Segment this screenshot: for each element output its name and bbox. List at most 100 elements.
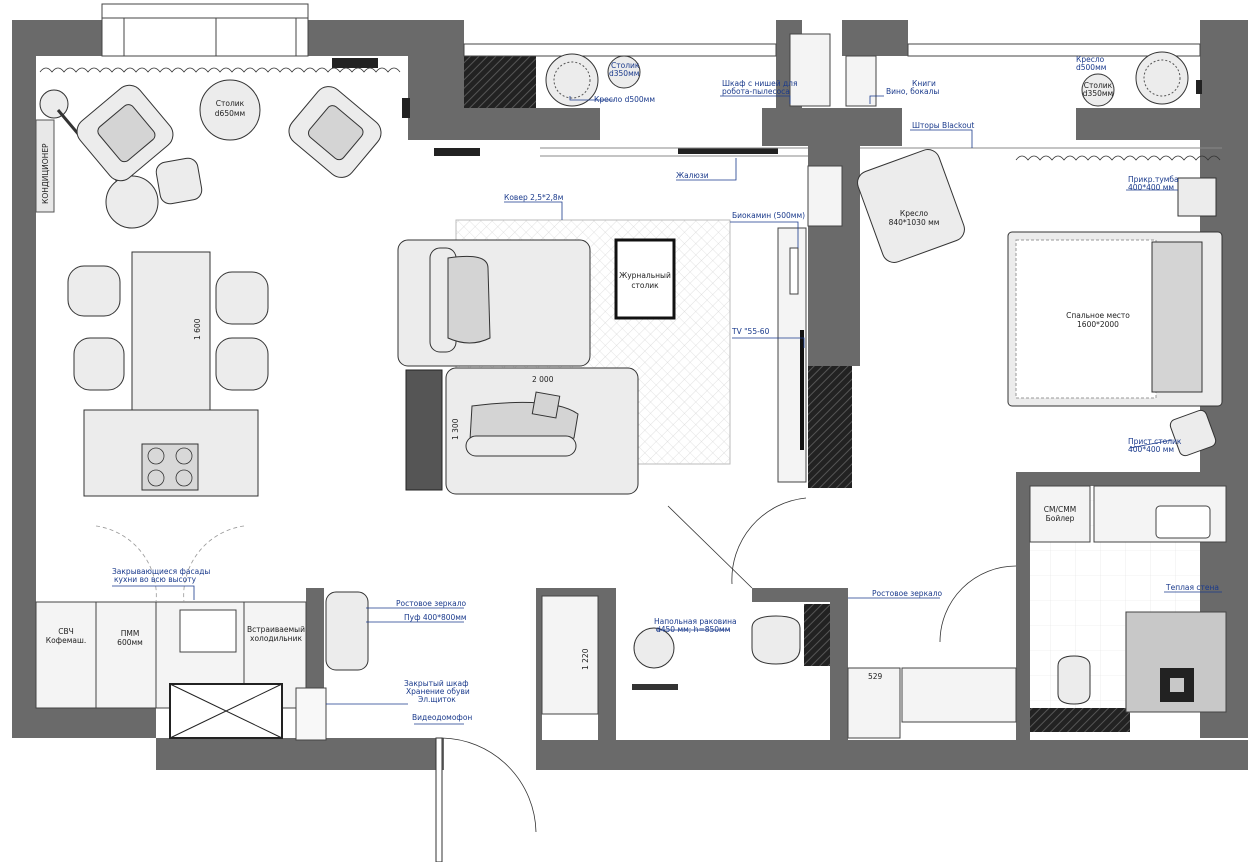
bed-pillows [1151,241,1203,393]
bath-counter [901,667,1017,723]
burner-1 [147,447,165,465]
label-pmm-b: 600мм [117,638,143,647]
label-prikr-tumba: Прикр.тумба [1128,175,1179,184]
air-conditioner [35,119,55,213]
label-kreslo-bed: Кресло [900,209,929,218]
label-napol-rakovina: Напольная раковина [654,617,737,626]
table-round-small-left [607,55,641,89]
label-dim-1220: 1 220 [581,648,590,670]
entry-door-leaf [435,737,443,862]
vanity-sink [1155,505,1211,539]
chair-4 [215,337,269,391]
pouf-hall [325,591,369,671]
wc-shelf [632,684,678,690]
label-zakryv-fasady-b: кухни во всю высоту [114,575,197,584]
wardrobe [541,595,599,715]
label-zakr-shkaf-c: Эл.щиток [418,695,456,704]
label-kreslo-bed-b: 840*1030 мм [889,218,940,227]
coffee-table [614,238,676,320]
chair-1 [67,265,121,317]
label-teplaya-stena: Теплая стена [1165,583,1219,592]
sofa-top [397,239,591,367]
label-zhurnal-b: столик [631,281,659,290]
chair-2 [73,337,125,391]
label-holod: Встраиваемый [247,625,305,634]
label-prikr-tumba-b: 400*400 мм [1128,183,1174,192]
label-sm-boiler-b: Бойлер [1046,514,1075,523]
biofireplace [789,247,799,295]
cabinet-column [807,165,843,227]
label-zhurnal: Журнальный [619,271,671,280]
armchair-right-seat [308,105,364,161]
windows [101,3,1202,157]
shoe-cabinet [295,687,327,741]
hatched-wall-bath [1030,708,1130,732]
label-zakr-shkaf: Закрытый шкаф [404,679,469,688]
label-stolik-d650: Столик [216,99,245,108]
cooktop [141,443,199,491]
door-bath-arc [939,565,1017,643]
label-puf: Пуф 400*800мм [404,613,467,622]
bed-mattress [1015,239,1157,399]
label-shtory: Шторы Blackout [912,121,974,130]
sink [179,609,237,653]
label-rost-zerkalo-left: Ростовое зеркало [396,599,466,608]
chair-round-left-inner [553,61,591,99]
chair-3 [215,271,269,325]
label-dim-2000: 2 000 [532,375,554,384]
dining-table [131,251,211,413]
armchair-left-seat [97,104,156,163]
sofa-top-blanket [447,255,491,344]
bath-cabinet [847,667,901,739]
side-table [1169,409,1217,457]
label-prist-stolik: Прист.столик [1128,437,1182,446]
kitchen-door-arc-2 [183,525,245,603]
chair-round-right [1135,51,1189,105]
coffee-table-round [199,79,261,141]
kitchen-cabinets [35,601,307,709]
tv-panel [800,330,804,450]
label-stolik-d350-right-b: d350мм [1083,89,1113,98]
label-spalnoe: Спальное место [1066,311,1130,320]
label-shkaf-robot: Шкаф с нишей для [722,79,797,88]
chair-round-right-inner [1143,59,1181,97]
nightstand [1177,177,1217,217]
label-prist-stolik-b: 400*400 мм [1128,445,1174,454]
cabinet-books [845,55,877,107]
label-pmm: ПММ [121,629,140,638]
floor-lamp-left [39,89,69,119]
label-knigi: Книги [912,79,936,88]
label-holod-b: холодильник [250,634,302,643]
label-knigi-b: Вино, бокалы [886,87,939,96]
label-dim-1600: 1 600 [193,318,202,340]
label-svch: СВЧ [58,627,74,636]
hatched-wall-wc [804,604,830,666]
door-wc-line [667,505,753,589]
table-round-small-right [1081,73,1115,107]
burner-4 [175,469,193,487]
label-kreslo-d500-left: Кресло d500мм [594,95,655,104]
label-biokamin: Биокамин (500мм) [732,211,805,220]
label-kreslo-d500-right: Кресло [1076,55,1105,64]
burner-3 [147,469,165,487]
shower-drain-inner [1170,678,1184,692]
hatched-column-top [464,56,536,108]
label-sm-boiler: СМ/СММ [1044,505,1076,514]
label-stolik-d650-b: d650мм [215,109,245,118]
label-tv: TV "55-60 [731,327,770,336]
label-stolik-d350-right: Столик [1084,81,1113,90]
lamp-base [105,175,159,229]
curtain-bedroom [1015,155,1221,161]
tall-cabinet-x2 [169,683,283,739]
entry-door-arc [441,737,537,833]
pillow [531,391,561,419]
label-stolik-d350-left-b: d350мм [609,69,639,78]
toilet-wc [751,615,801,665]
label-kovr: Ковер 2,5*2,8м [504,193,563,202]
label-dim-1300: 1 300 [451,418,460,440]
label-videodomofon: Видеодомофон [412,713,472,722]
toilet-bath [1057,655,1091,705]
chair-round-left [545,53,599,107]
sofa-bottom-armrest [465,435,577,457]
